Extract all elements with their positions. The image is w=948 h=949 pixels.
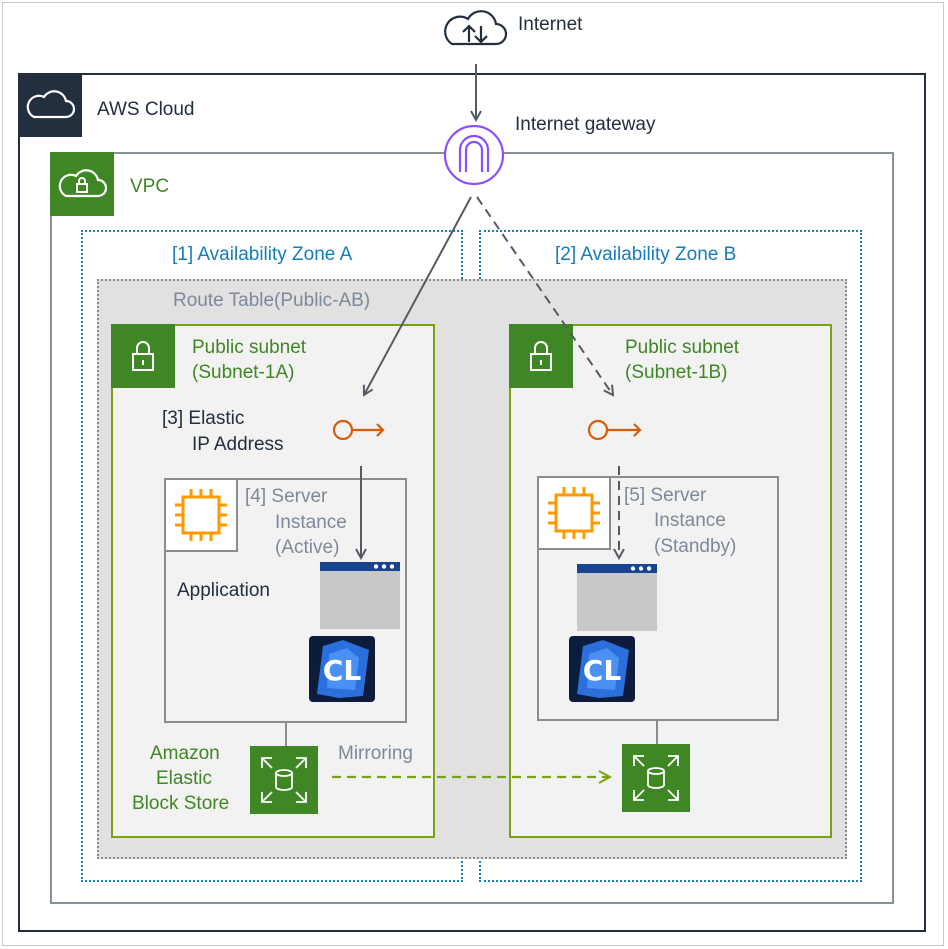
server-b-line2: Instance (654, 510, 726, 531)
route-table-label: Route Table(Public-AB) (173, 290, 371, 311)
elastic-ip-icon (332, 419, 385, 441)
internet-gateway-icon (443, 124, 505, 186)
lock-icon (530, 341, 552, 371)
aws-cloud-badge (18, 73, 82, 137)
ebs-volume-icon (633, 755, 679, 801)
server-b-line3: (Standby) (654, 536, 737, 557)
application-label: Application (177, 580, 270, 601)
internet-gateway-label: Internet gateway (515, 114, 656, 135)
application-window-a (320, 562, 400, 629)
cl-logo-icon: CL (577, 640, 629, 698)
vpc-label: VPC (130, 176, 170, 197)
subnet-b-badge (509, 324, 573, 388)
gateway-to-eip-a-arrow (364, 196, 472, 395)
lock-icon (132, 341, 154, 371)
aws-cloud-label: AWS Cloud (97, 99, 195, 120)
ec2-chip-icon (548, 487, 600, 539)
clusterpro-logo-a: CL (309, 636, 375, 702)
cl-logo-icon: CL (317, 640, 369, 698)
internet-label: Internet (518, 14, 583, 35)
aws-cloud-group (18, 73, 926, 932)
subnet-a-badge (111, 324, 175, 388)
mirroring-label: Mirroring (338, 743, 413, 764)
ebs-label-line1: Amazon (150, 743, 220, 764)
cloud-icon (26, 90, 76, 119)
server-a-line2: Instance (275, 512, 347, 533)
ebs-volume-a (250, 746, 318, 814)
vpc-badge (50, 152, 114, 216)
gateway-to-subnet-b-arrow (476, 196, 613, 395)
cl-logo-text: CL (323, 654, 362, 687)
availability-zone-a-label: [1] Availability Zone A (172, 244, 353, 265)
subnet-a-title: Public subnet (192, 337, 307, 358)
subnet-b-id: (Subnet-1B) (625, 362, 728, 383)
ec2-chip-box-b (537, 476, 611, 550)
cl-logo-text: CL (583, 654, 622, 687)
application-window-b (577, 564, 657, 631)
availability-zone-b-label: [2] Availability Zone B (555, 244, 737, 265)
ec2-chip-box-a (164, 478, 238, 552)
window-dots-icon (373, 564, 395, 569)
clusterpro-logo-b: CL (569, 636, 635, 702)
server-a-line1: [4] Server (245, 486, 328, 507)
subnet-b-title: Public subnet (625, 337, 740, 358)
internet-cloud-icon (444, 10, 508, 46)
elastic-ip-label-line2: IP Address (192, 434, 284, 455)
ec2-chip-icon (175, 489, 227, 541)
vpc-cloud-lock-icon (58, 169, 108, 198)
window-dots-icon (630, 566, 652, 571)
elastic-ip-icon (587, 419, 642, 441)
ebs-label-line3: Block Store (132, 793, 230, 814)
server-b-line1: [5] Server (624, 485, 707, 506)
subnet-a-id: (Subnet-1A) (192, 362, 295, 383)
ebs-label-line2: Elastic (156, 768, 212, 789)
server-a-line3: (Active) (275, 537, 340, 558)
ebs-volume-b (622, 744, 690, 812)
ebs-volume-icon (261, 757, 307, 803)
elastic-ip-label-line1: [3] Elastic (162, 408, 245, 429)
